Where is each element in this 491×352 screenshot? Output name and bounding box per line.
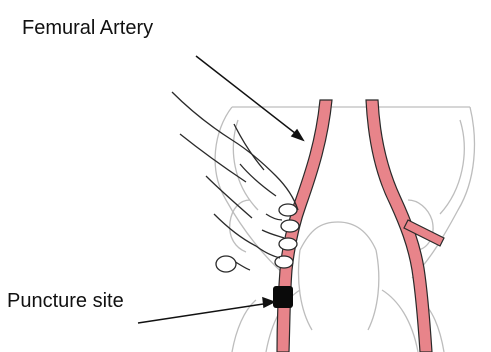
pelvis-outline: [215, 107, 474, 352]
puncture-marker: [273, 286, 293, 308]
puncture-arrowhead: [263, 298, 274, 307]
right-femoral-artery: [366, 100, 432, 352]
puncture-leader-line: [138, 303, 270, 323]
femoral-leader-line: [196, 56, 300, 137]
